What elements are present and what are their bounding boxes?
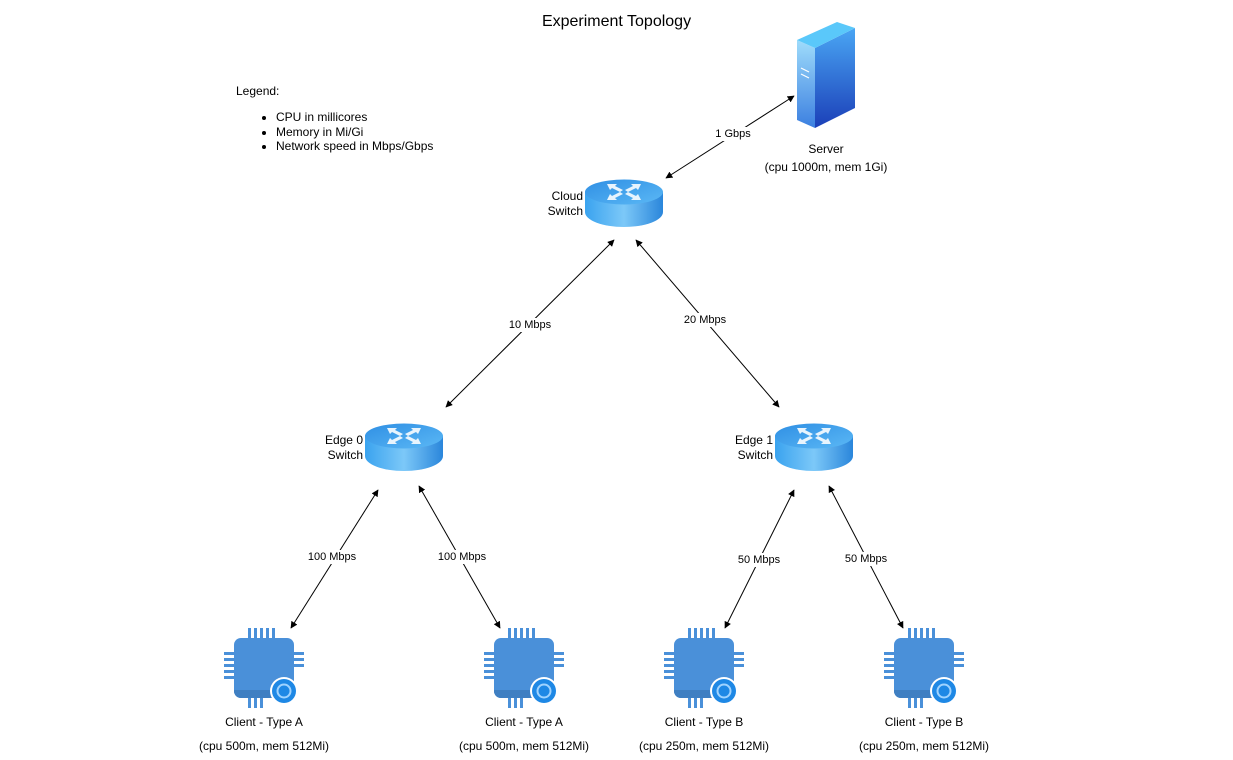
link-label-edge1-client3: 50 Mbps [736, 553, 782, 567]
edge1-switch-icon [775, 423, 853, 471]
legend: Legend: CPU in millicores Memory in Mi/G… [236, 84, 433, 154]
client-3-label: Client - Type B [664, 715, 744, 729]
edge0-switch-label: Edge 0 Switch [324, 433, 363, 462]
legend-heading: Legend: [236, 84, 280, 98]
link-label-server-cloud: 1 Gbps [714, 127, 752, 141]
server-icon [797, 22, 855, 128]
edge1-switch-label: Edge 1 Switch [734, 433, 773, 462]
links [290, 95, 904, 629]
diagram-title: Experiment Topology [541, 13, 692, 30]
legend-item-memory: Memory in Mi/Gi [276, 125, 433, 140]
legend-item-cpu: CPU in millicores [276, 110, 433, 125]
cloud-switch-label: Cloud Switch [547, 189, 583, 218]
link-label-cloud-edge0: 10 Mbps [507, 318, 553, 332]
client-1-spec: (cpu 500m, mem 512Mi) [198, 739, 330, 753]
client-1-label: Client - Type A [225, 715, 303, 729]
client-4-spec: (cpu 250m, mem 512Mi) [858, 739, 990, 753]
link-label-cloud-edge1: 20 Mbps [682, 313, 728, 327]
client-3-icon [663, 627, 745, 709]
client-2-label: Client - Type A [485, 715, 563, 729]
link-label-edge0-client1: 100 Mbps [306, 550, 358, 564]
link-label-edge1-client4: 50 Mbps [843, 552, 889, 566]
legend-list: CPU in millicores Memory in Mi/Gi Networ… [236, 110, 433, 154]
cloud-switch-icon [585, 179, 663, 227]
client-2-spec: (cpu 500m, mem 512Mi) [458, 739, 590, 753]
client-4-icon [883, 627, 965, 709]
client-4-label: Client - Type B [884, 715, 964, 729]
link-label-edge0-client2: 100 Mbps [436, 550, 488, 564]
client-3-spec: (cpu 250m, mem 512Mi) [638, 739, 770, 753]
client-2-icon [483, 627, 565, 709]
legend-item-network: Network speed in Mbps/Gbps [276, 139, 433, 154]
client-1-icon [223, 627, 305, 709]
edge0-switch-icon [365, 423, 443, 471]
server-spec: (cpu 1000m, mem 1Gi) [764, 160, 888, 174]
server-label: Server [808, 142, 844, 156]
